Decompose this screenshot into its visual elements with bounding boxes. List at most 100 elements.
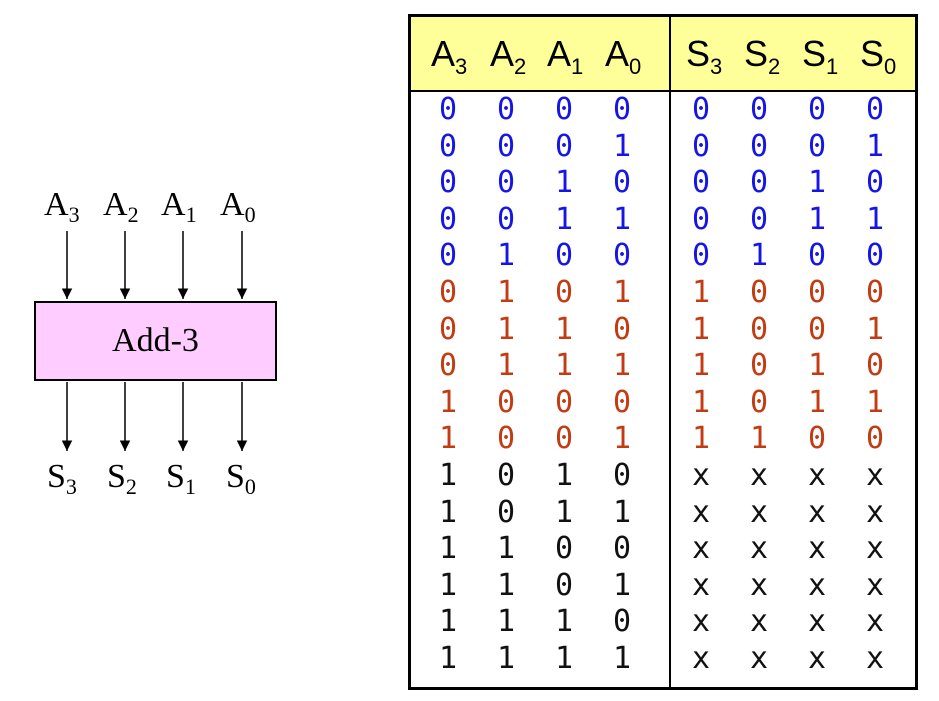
output-bit-cell: 0 xyxy=(807,421,827,457)
output-bit-cell: x xyxy=(865,531,885,567)
header-s3: S3 xyxy=(686,33,723,79)
output-bit-cell: 1 xyxy=(865,384,885,420)
output-bit-cell: x xyxy=(865,604,885,640)
input-bit-cell: 1 xyxy=(554,348,574,384)
output-bit-cell: 1 xyxy=(691,275,711,310)
input-bit-cell: 0 xyxy=(554,384,574,420)
output-bit-cell: x xyxy=(691,458,711,493)
output-bit-cell: x xyxy=(865,494,885,530)
input-bit-cell: 1 xyxy=(496,348,516,384)
output-bit-cell: 1 xyxy=(749,421,769,457)
input-bit-cell: 1 xyxy=(554,201,574,237)
input-bit-cell: 1 xyxy=(612,348,632,384)
input-bit-cell: 0 xyxy=(496,92,516,127)
input-bit-cell: 0 xyxy=(612,604,632,640)
input-bit-cell: 0 xyxy=(496,384,516,420)
output-bit-cell: 0 xyxy=(865,275,885,310)
input-bit-cell: 0 xyxy=(612,165,632,201)
output-bit-cell: 0 xyxy=(807,275,827,310)
input-bit-cell: 0 xyxy=(496,165,516,201)
input-bit-cell: 1 xyxy=(496,567,516,603)
input-bit-cell: 1 xyxy=(496,275,516,310)
output-bit-cell: 0 xyxy=(691,128,711,164)
header-a1: A1 xyxy=(547,33,584,79)
output-label-s0: S0 xyxy=(226,458,256,499)
input-label-a0: A0 xyxy=(220,186,256,227)
output-bit-cell: 0 xyxy=(865,165,885,201)
output-bit-cell: x xyxy=(807,458,827,493)
output-label-s1: S1 xyxy=(166,458,196,499)
output-bit-cell: 0 xyxy=(749,128,769,164)
header-a2: A2 xyxy=(490,33,527,79)
input-bit-cell: 0 xyxy=(554,128,574,164)
input-bit-cell: 0 xyxy=(612,384,632,420)
input-bit-cell: 0 xyxy=(438,275,458,310)
input-bit-cell: 0 xyxy=(496,128,516,164)
output-bit-cell: 0 xyxy=(749,384,769,420)
output-bit-cell: x xyxy=(749,604,769,640)
output-bit-cell: 0 xyxy=(749,92,769,127)
output-bit-cell: 0 xyxy=(865,238,885,274)
output-bit-cell: x xyxy=(807,641,827,676)
input-bit-cell: 1 xyxy=(496,311,516,347)
input-bit-cell: 0 xyxy=(612,238,632,274)
output-bit-cell: x xyxy=(691,604,711,640)
output-bit-cell: x xyxy=(691,531,711,567)
input-bit-cell: 0 xyxy=(612,458,632,493)
output-bit-cell: 0 xyxy=(807,238,827,274)
output-bit-cell: 0 xyxy=(749,275,769,310)
input-bit-cell: 1 xyxy=(554,494,574,530)
input-bit-cell: 0 xyxy=(554,531,574,567)
output-label-s3: S3 xyxy=(47,458,77,499)
output-bit-cell: 1 xyxy=(807,165,827,201)
header-s1: S1 xyxy=(802,33,839,79)
input-bit-cell: 1 xyxy=(438,604,458,640)
input-bit-cell: 1 xyxy=(554,311,574,347)
input-bit-cell: 0 xyxy=(554,421,574,457)
input-bit-cell: 0 xyxy=(554,275,574,310)
output-bit-cell: 0 xyxy=(807,311,827,347)
output-bit-cell: 1 xyxy=(749,238,769,274)
output-bit-cell: x xyxy=(749,567,769,603)
input-bit-cell: 1 xyxy=(438,641,458,676)
add3-block-diagram: A3 A2 A1 A0 Add-3 S3 S2 S1 S0 xyxy=(0,0,400,701)
input-bit-cell: 0 xyxy=(496,421,516,457)
output-bit-cell: 0 xyxy=(807,128,827,164)
input-bit-cell: 1 xyxy=(612,567,632,603)
add3-block-label: Add-3 xyxy=(112,322,199,359)
input-bit-cell: 0 xyxy=(554,92,574,127)
input-bit-cell: 0 xyxy=(438,201,458,237)
input-bit-cell: 1 xyxy=(496,238,516,274)
output-bit-cell: x xyxy=(807,567,827,603)
output-bit-cell: 0 xyxy=(749,165,769,201)
output-bit-cell: x xyxy=(749,458,769,493)
input-bit-cell: 0 xyxy=(496,494,516,530)
column-divider xyxy=(669,17,671,687)
output-bit-cell: x xyxy=(807,604,827,640)
output-bit-cell: x xyxy=(865,567,885,603)
input-bit-cell: 0 xyxy=(438,165,458,201)
output-bit-cell: 1 xyxy=(865,311,885,347)
input-bit-cell: 1 xyxy=(438,494,458,530)
input-bit-cell: 1 xyxy=(496,531,516,567)
output-bit-cell: 0 xyxy=(807,92,827,127)
output-label-s2: S2 xyxy=(107,458,137,499)
input-bit-cell: 0 xyxy=(496,201,516,237)
output-bit-cell: x xyxy=(865,641,885,676)
input-bit-cell: 1 xyxy=(554,458,574,493)
input-label-a2: A2 xyxy=(103,186,139,227)
output-bit-cell: x xyxy=(691,567,711,603)
table-header: A3 A2 A1 A0 S3 S2 S1 S0 xyxy=(411,17,915,92)
header-s0: S0 xyxy=(860,33,897,79)
output-bit-cell: 0 xyxy=(865,348,885,384)
